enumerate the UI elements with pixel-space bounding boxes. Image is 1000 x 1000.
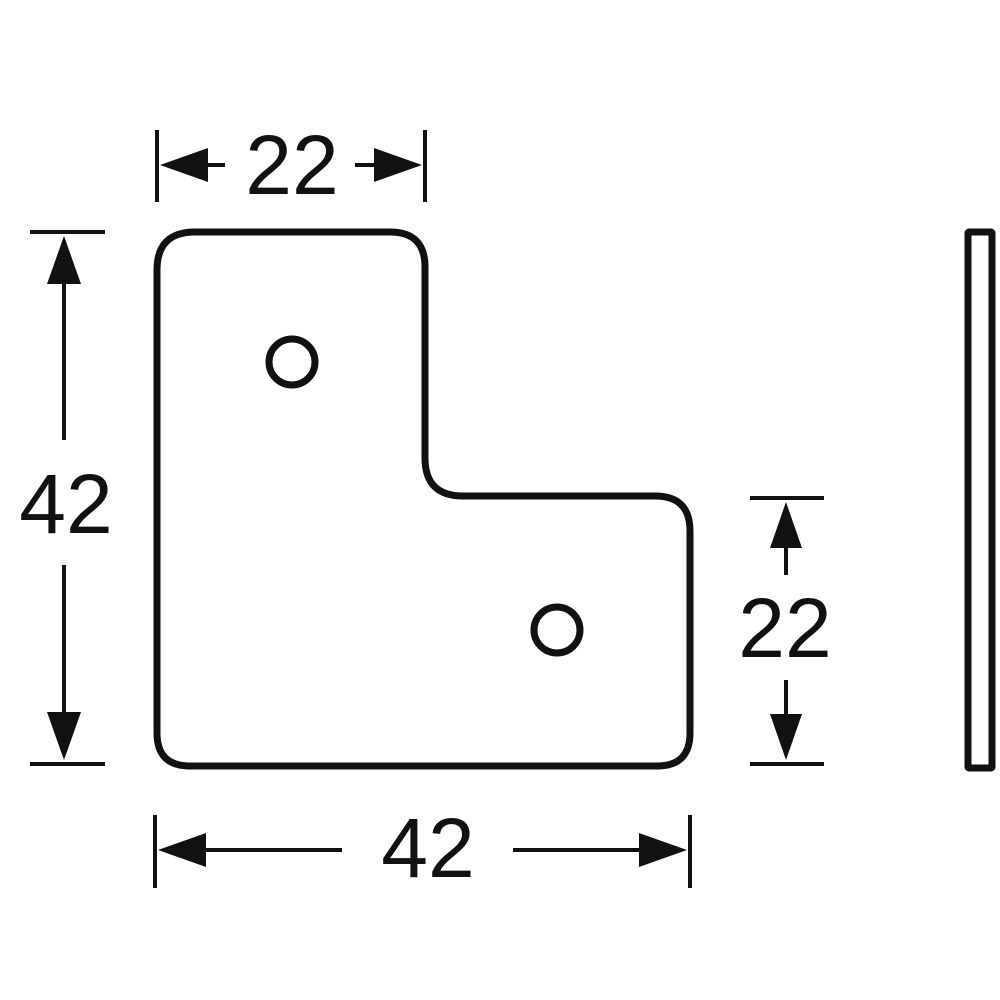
arrow-left-icon (158, 833, 206, 867)
right-height-dimension: 22 (738, 496, 832, 766)
arrow-down-icon (770, 714, 802, 760)
top-width-dimension: 22 (155, 118, 427, 212)
total-height-dimension: 42 (19, 230, 113, 766)
arrow-up-icon (770, 502, 802, 548)
l-bracket-outline (153, 228, 694, 770)
side-view-profile (964, 228, 996, 772)
arrow-down-icon (47, 712, 81, 760)
mounting-hole-upper (265, 335, 319, 389)
total-height-label: 42 (19, 457, 112, 551)
total-width-label: 42 (381, 801, 474, 895)
arrow-right-icon (374, 148, 422, 182)
arrow-left-icon (160, 148, 208, 182)
right-height-label: 22 (738, 581, 831, 675)
arrow-up-icon (47, 236, 81, 284)
arrow-right-icon (639, 833, 687, 867)
total-width-dimension: 42 (153, 801, 692, 895)
top-width-label: 22 (245, 118, 338, 212)
mounting-hole-lower (530, 603, 584, 657)
